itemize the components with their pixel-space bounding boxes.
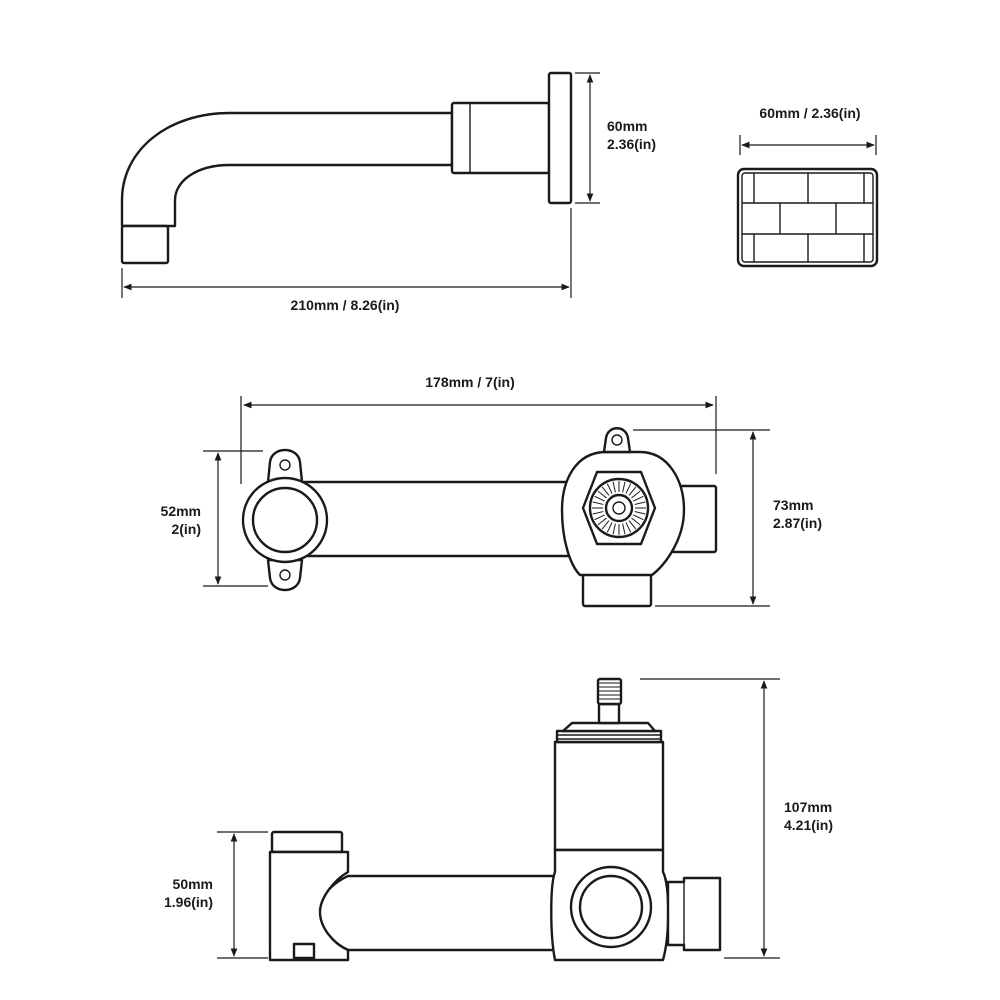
body-top-drawing: 178mm / 7(in) 52mm 2(in) 73mm 2.87(in) [161,374,822,608]
body-side-stem-base [597,702,621,725]
body-top-inlet-bore [251,486,319,554]
body-top-height-label-mm: 73mm [773,497,813,513]
body-side-pipe [316,874,558,952]
spout-height-label-mm: 60mm [607,118,647,134]
spline-tick [633,514,644,521]
body-side-inlet-label-mm: 50mm [173,876,213,892]
body-side-thread [555,729,663,744]
spline-tick [631,490,641,499]
body-side-inlet [268,850,350,962]
body-side-port-bore [578,874,644,940]
body-side-outlet [666,876,722,952]
spline-tick [606,522,613,533]
brick-plate [736,167,879,268]
body-side-inlet-cap [270,830,344,854]
body-side-cartridge-top [561,721,657,733]
body-top-inlet-label-in: 2(in) [171,521,201,537]
spout-length-label: 210mm / 8.26(in) [291,297,400,313]
body-top-housing-ear [602,427,632,454]
spline-tick [622,523,626,535]
spline-tick [631,517,641,526]
body-top-inlet-label-mm: 52mm [161,503,201,519]
spline-tick [622,481,626,493]
body-top-height-label-in: 2.87(in) [773,515,822,531]
spout-flange [547,71,573,205]
spline-tick [597,517,607,526]
body-side-cartridge [553,740,665,852]
body-top-length-label: 178mm / 7(in) [425,374,514,390]
spline-tick [634,511,646,515]
body-side-inlet-label-in: 1.96(in) [164,894,213,910]
spout-tip [120,224,170,265]
spline-tick [634,501,646,505]
spline-tick [597,490,607,499]
spout-collar [450,101,551,175]
plate-drawing: 60mm / 2.36(in) [736,105,879,268]
spout-height-label-in: 2.36(in) [607,136,656,152]
spline-tick [606,483,613,494]
spline-tick [612,481,616,493]
body-top-ear-upper [266,448,304,484]
spline-tick [592,511,604,515]
spline-tick [628,486,637,496]
spline-tick [594,514,605,521]
body-top-pipe [298,480,582,558]
spline-tick [612,523,616,535]
plate-width-label: 60mm / 2.36(in) [759,105,860,121]
body-side-drawing: 50mm 1.96(in) 107mm 4.21(in) [164,677,833,962]
body-top-stem [604,493,634,523]
spline-tick [628,520,637,530]
body-top-ear-lower [266,558,304,592]
spline-tick [633,495,644,502]
spline-tick [625,483,632,494]
spline-tick [625,522,632,533]
spline-tick [594,495,605,502]
spline-tick [601,520,610,530]
body-side-drain [292,942,316,960]
body-side-height-label-mm: 107mm [784,799,832,815]
spline-tick [601,486,610,496]
spout-drawing: 210mm / 8.26(in) 60mm 2.36(in) [120,71,656,313]
spline-tick [592,501,604,505]
spout-pipe [120,111,454,228]
body-side-height-label-in: 4.21(in) [784,817,833,833]
